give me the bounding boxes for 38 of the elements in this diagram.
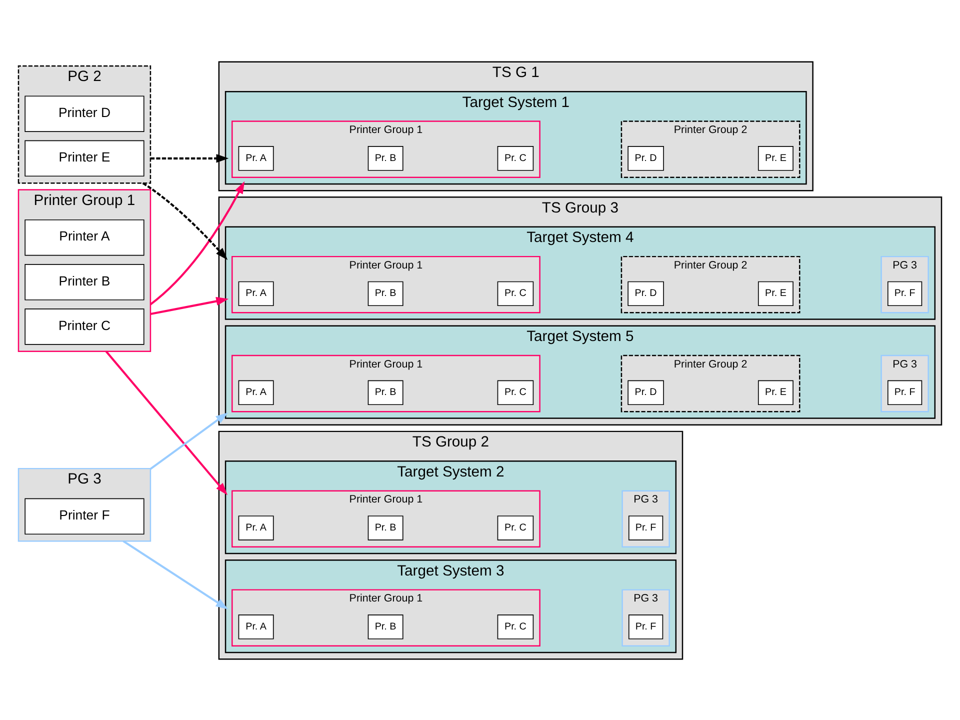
arrow bbox=[150, 412, 228, 470]
node-box: Pr. C bbox=[497, 515, 534, 540]
node-box: Pr. B bbox=[368, 515, 404, 540]
node-box: Pr. C bbox=[497, 380, 534, 405]
node-box: Pr. C bbox=[497, 280, 534, 306]
arrow bbox=[142, 182, 228, 260]
node-box: Printer C bbox=[24, 308, 144, 344]
node-box: Pr. B bbox=[368, 380, 404, 405]
node-box: Pr. E bbox=[758, 146, 794, 170]
node-box: Pr. F bbox=[887, 380, 922, 405]
arrow bbox=[150, 296, 229, 315]
arrow bbox=[105, 350, 228, 495]
node-box: Printer D bbox=[24, 95, 144, 132]
node-box: Pr. A bbox=[238, 280, 274, 306]
node-box: Pr. A bbox=[238, 515, 274, 540]
node-box: Pr. A bbox=[238, 146, 274, 170]
node-box: Pr. C bbox=[497, 146, 534, 170]
node-box: Pr. D bbox=[628, 380, 664, 405]
arrow bbox=[122, 540, 228, 609]
node-box: Pr. B bbox=[368, 146, 404, 170]
arrow bbox=[150, 180, 245, 305]
node-box: Pr. A bbox=[238, 614, 274, 639]
node-box: Pr. E bbox=[758, 280, 794, 306]
node-box: Pr. B bbox=[368, 614, 404, 639]
node-box: Printer E bbox=[24, 140, 144, 176]
node-box: Pr. F bbox=[628, 614, 664, 639]
node-box: Pr. F bbox=[628, 515, 664, 540]
node-box: Pr. A bbox=[238, 380, 274, 405]
node-box: Printer F bbox=[24, 498, 144, 534]
node-box: Pr. D bbox=[628, 280, 664, 306]
node-box: Pr. B bbox=[368, 280, 404, 306]
node-box: Printer B bbox=[24, 264, 144, 300]
node-box: Pr. D bbox=[628, 146, 664, 170]
node-box: Printer A bbox=[24, 218, 144, 256]
arrow bbox=[150, 154, 229, 162]
node-box: Pr. C bbox=[497, 614, 534, 639]
node-box: Pr. F bbox=[887, 280, 922, 306]
node-box: Pr. E bbox=[758, 380, 794, 405]
